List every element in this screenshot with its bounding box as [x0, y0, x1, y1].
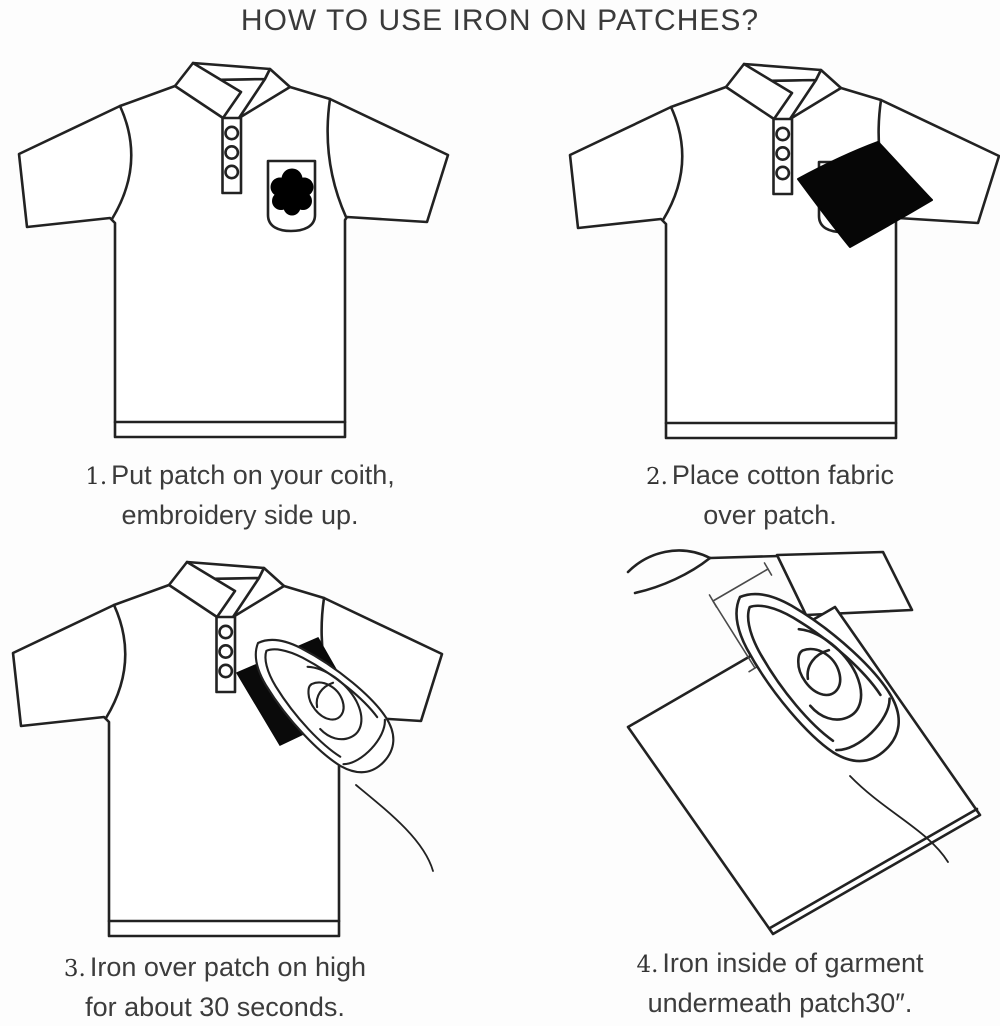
step2-caption-line2: over patch.: [703, 500, 837, 530]
step4-illustration: [626, 549, 982, 936]
cotton-fabric-drawing: [797, 141, 933, 248]
step3-caption-line1: Iron over patch on high: [89, 952, 367, 982]
step2-caption: 2.Place cotton fabric over patch.: [545, 456, 995, 534]
step3-illustration: [11, 560, 444, 938]
power-cord: [355, 784, 434, 872]
step1-caption-line1: Put patch on your coith,: [111, 460, 395, 490]
step1-number: 1.: [85, 464, 108, 490]
polo-shirt-drawing: [568, 62, 1000, 440]
step4-number: 4.: [636, 952, 659, 978]
power-cord: [849, 775, 949, 863]
step1-caption-line2: embroidery side up.: [121, 500, 359, 530]
step3-number: 3.: [63, 956, 86, 982]
step4-caption: 4.Iron inside of garment undermeath patc…: [560, 944, 1000, 1022]
step4-caption-line2: undermeath patch30″.: [647, 988, 913, 1018]
page-title: HOW TO USE IRON ON PATCHES?: [240, 4, 760, 37]
step2-illustration: [568, 62, 1000, 440]
step3-caption: 3.Iron over patch on high for about 30 s…: [0, 948, 430, 1026]
polo-shirt-drawing: [17, 61, 450, 439]
step4-caption-line1: Iron inside of garment: [662, 948, 924, 978]
inside-out-garment-drawing: [626, 549, 982, 936]
step2-number: 2.: [645, 464, 668, 490]
step2-caption-line1: Place cotton fabric: [671, 460, 895, 490]
step3-caption-line2: for about 30 seconds.: [85, 992, 345, 1022]
patch-drawing: [266, 159, 317, 233]
step1-caption: 1.Put patch on your coith, embroidery si…: [10, 456, 470, 534]
step1-illustration: [17, 61, 450, 439]
